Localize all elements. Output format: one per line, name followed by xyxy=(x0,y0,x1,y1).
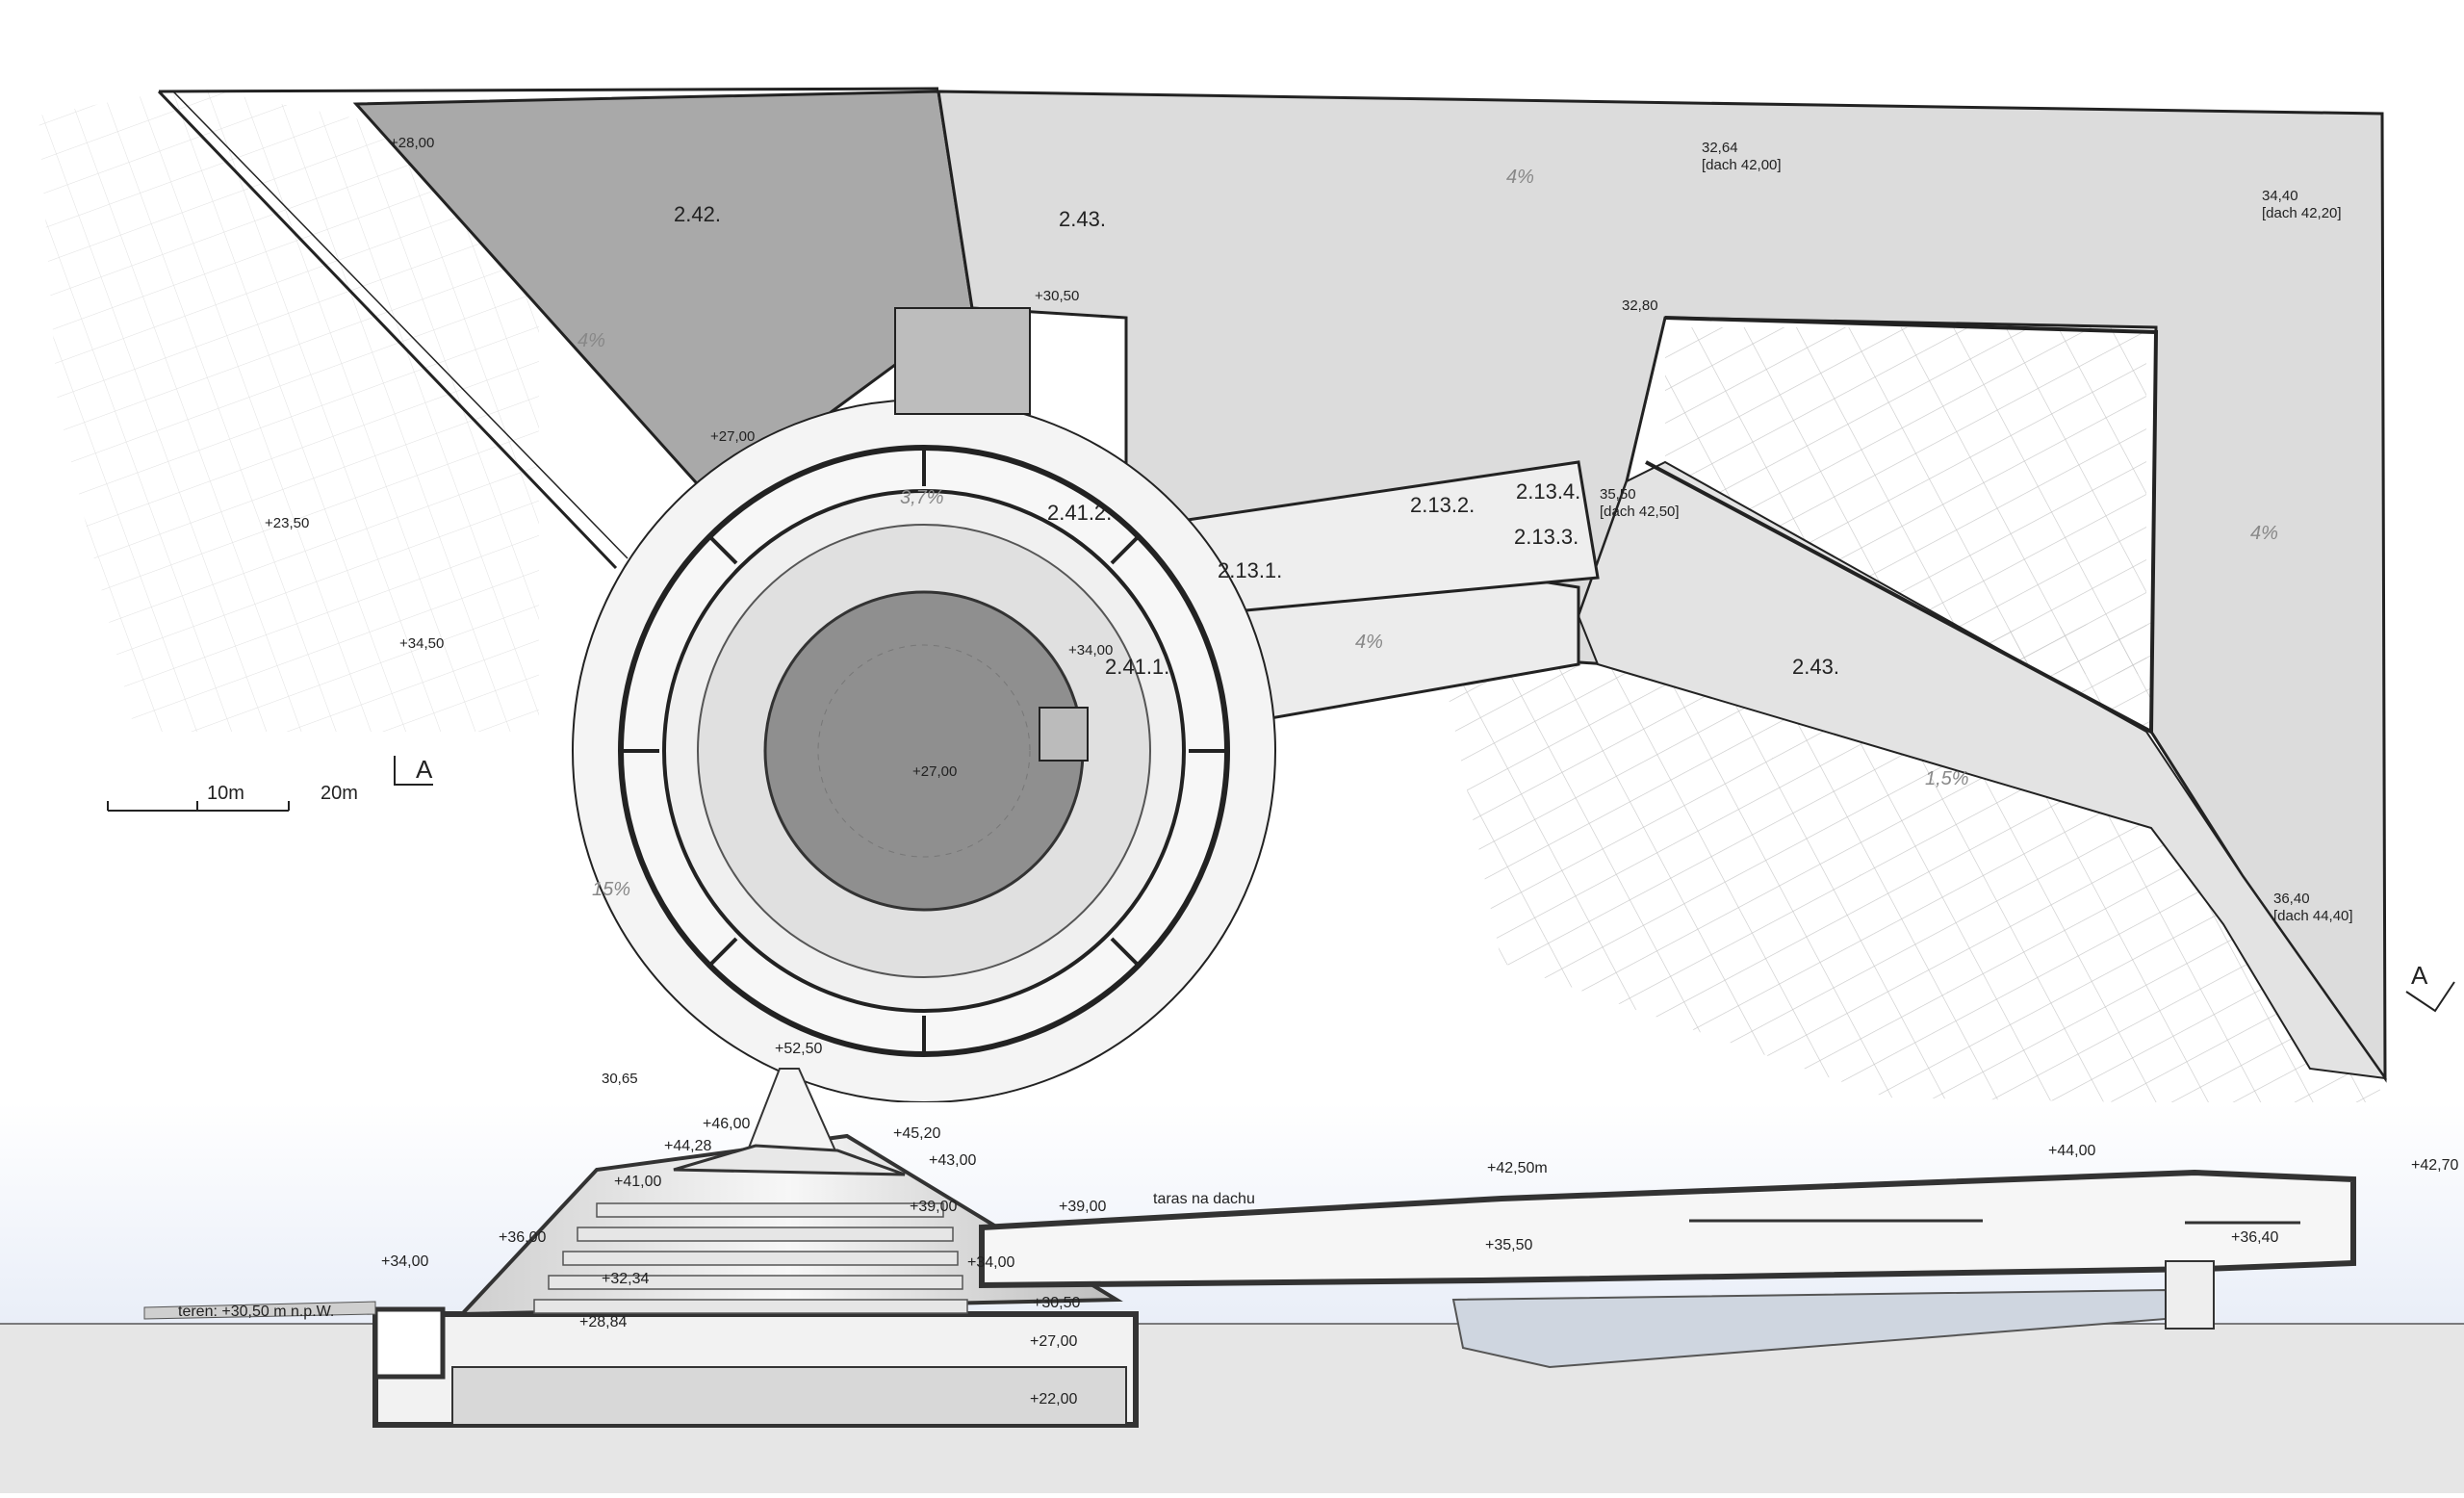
elev-27-00b: +27,00 xyxy=(912,763,957,780)
room-2-42: 2.42. xyxy=(674,202,721,226)
lower-hall xyxy=(451,1366,1127,1426)
room-2-13-2: 2.13.2. xyxy=(1410,493,1475,517)
sect-42-50: +42,50m xyxy=(1487,1160,1548,1176)
elev-32-64: 32,64 xyxy=(1702,140,1738,156)
sect-27-00: +27,00 xyxy=(1030,1333,1077,1350)
elev-30-50: +30,50 xyxy=(1035,288,1079,304)
site-grid-area xyxy=(38,87,539,732)
sect-52-50: +52,50 xyxy=(775,1041,822,1057)
elev-35-50-roof: [dach 42,50] xyxy=(1600,504,1680,520)
terrain-label: teren: +30,50 m n.p.W. xyxy=(178,1304,334,1320)
elev-34-00: +34,00 xyxy=(1068,642,1113,659)
sect-42-70: +42,70 xyxy=(2411,1157,2458,1174)
elev-34-40: 34,40 xyxy=(2262,188,2298,204)
slope-road: 15% xyxy=(592,879,630,900)
sect-36-40: +36,40 xyxy=(2231,1229,2278,1246)
support-pier xyxy=(2165,1260,2215,1330)
rotunda-hall xyxy=(763,590,1085,912)
roof-wing xyxy=(979,1169,2356,1289)
left-vault xyxy=(372,1306,446,1380)
left-facade-inner xyxy=(172,90,629,559)
wing-2-43-right xyxy=(1577,460,2388,1080)
room-2-41-2: 2.41.2. xyxy=(1047,501,1112,525)
section-marker-left-arrow xyxy=(394,756,433,786)
slope-ring: 3,7% xyxy=(900,487,944,508)
elev-34-50: +34,50 xyxy=(399,635,444,652)
scale-20m: 20m xyxy=(321,783,358,804)
sect-36-00: +36,00 xyxy=(499,1229,546,1246)
dome-cap xyxy=(673,1144,906,1176)
top-facade-line xyxy=(158,87,939,93)
sect-46-00: +46,00 xyxy=(703,1116,750,1132)
sect-39-00b: +39,00 xyxy=(1059,1199,1106,1215)
roof-terrace-label: taras na dachu xyxy=(1153,1191,1255,1207)
room-2-13-1: 2.13.1. xyxy=(1218,558,1282,582)
elev-23-50: +23,50 xyxy=(265,515,309,531)
stair-block xyxy=(894,307,1031,415)
elev-35-50: 35,50 xyxy=(1600,486,1636,503)
elev-32-80: 32,80 xyxy=(1622,297,1658,314)
room-2-41-1: 2.41.1. xyxy=(1105,655,1169,679)
section-marker-right: A xyxy=(2411,961,2428,990)
elev-30-65: 30,65 xyxy=(602,1071,638,1087)
slope-right: 4% xyxy=(2250,523,2278,544)
elev-28-00: +28,00 xyxy=(390,135,434,151)
sect-43-00: +43,00 xyxy=(929,1152,976,1169)
sect-35-50: +35,50 xyxy=(1485,1237,1532,1253)
room-2-13-3: 2.13.3. xyxy=(1514,525,1578,549)
rotunda-ribs xyxy=(621,448,1227,1054)
slope-bridge: 4% xyxy=(1355,632,1383,653)
terrain-slope-left xyxy=(143,1301,376,1320)
sect-34-00a: +34,00 xyxy=(381,1253,428,1270)
section-a-a: +52,50 +46,00 +44,28 +45,20 +43,00 +41,0… xyxy=(0,1041,2464,1493)
slope-left: 4% xyxy=(578,330,605,351)
wing-underside xyxy=(1451,1288,2167,1369)
elev-32-64-roof: [dach 42,00] xyxy=(1702,157,1782,173)
elev-27-00a: +27,00 xyxy=(710,428,755,445)
sect-34-00b: +34,00 xyxy=(967,1254,1014,1271)
dome-tiers xyxy=(533,1202,968,1314)
sect-32-34: +32,34 xyxy=(602,1271,649,1287)
site-plan: 10m 20m A A 2.42. 2.43. 2.43. 2.41.2. 2.… xyxy=(38,87,2455,1107)
left-facade-line xyxy=(157,90,618,570)
room-2-43-top: 2.43. xyxy=(1059,207,1106,231)
room-2-13-4: 2.13.4. xyxy=(1516,479,1580,504)
sect-39-00a: +39,00 xyxy=(910,1199,957,1215)
room-2-43-right: 2.43. xyxy=(1792,655,1839,679)
section-ground xyxy=(0,1324,2464,1493)
scale-10m: 10m xyxy=(207,783,244,804)
sect-30-50: +30,50 xyxy=(1033,1295,1080,1311)
scale-bar xyxy=(107,801,290,812)
elev-34-40-roof: [dach 42,20] xyxy=(2262,205,2342,221)
sect-28-84: +28,84 xyxy=(579,1314,627,1330)
courtyard-edge-right xyxy=(1645,316,2159,736)
core-block xyxy=(1039,707,1089,762)
sect-44-28: +44,28 xyxy=(664,1138,711,1154)
slope-bottom: 1,5% xyxy=(1925,768,1969,789)
sect-45-20: +45,20 xyxy=(893,1125,940,1142)
sect-44-00: +44,00 xyxy=(2048,1143,2095,1159)
elev-36-40: 36,40 xyxy=(2273,891,2310,907)
rotunda-dash xyxy=(817,644,1031,858)
sect-41-00: +41,00 xyxy=(614,1174,661,1190)
elev-36-40-roof: [dach 44,40] xyxy=(2273,908,2353,924)
slope-top: 4% xyxy=(1506,167,1534,188)
section-marker-right-arrow xyxy=(2405,981,2455,1013)
section-marker-left: A xyxy=(416,755,433,784)
sect-22-00: +22,00 xyxy=(1030,1391,1077,1408)
